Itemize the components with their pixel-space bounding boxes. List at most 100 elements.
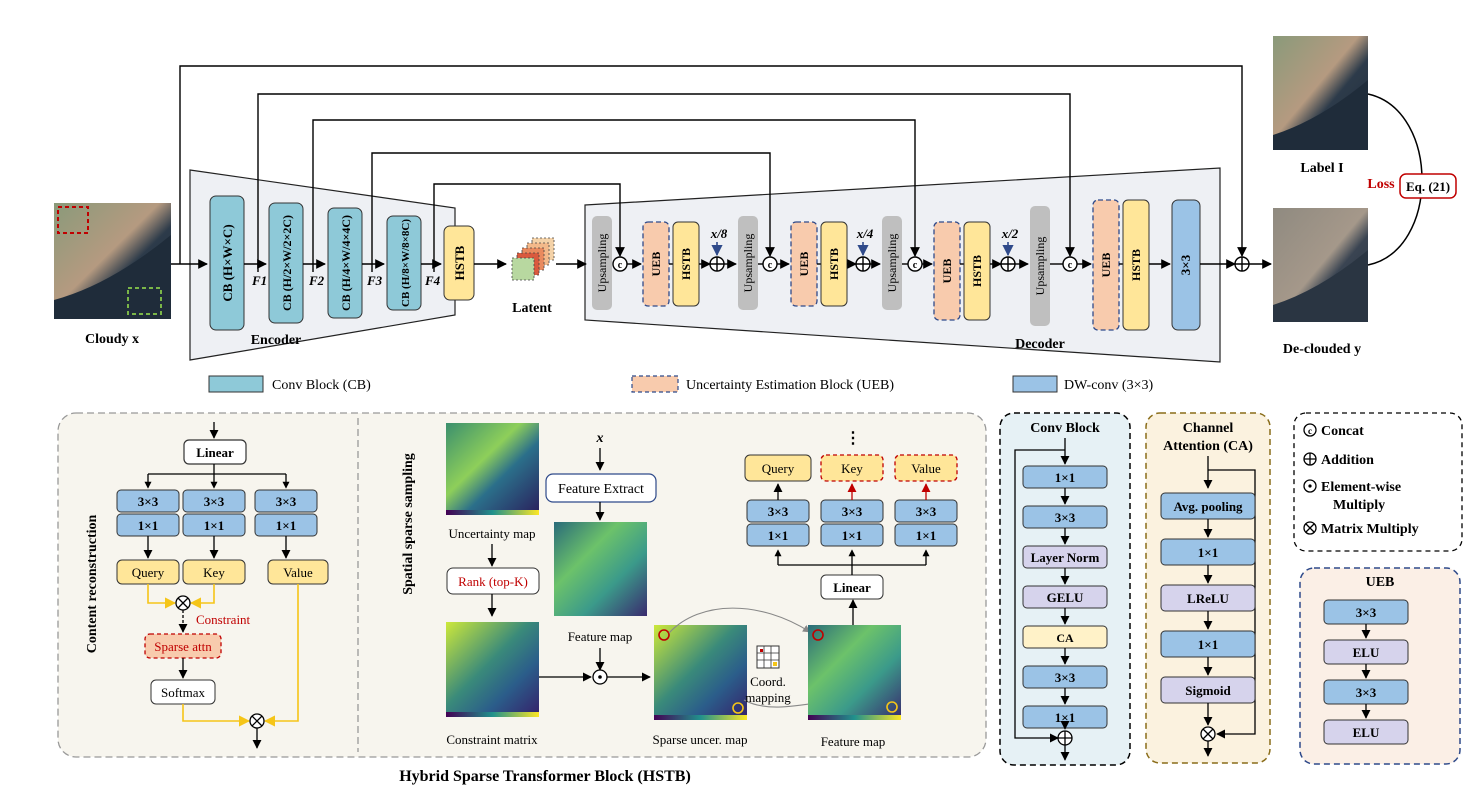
decoder-dwconv: 3×3 <box>1171 199 1201 331</box>
matrix-legend-label: Matrix Multiply <box>1321 522 1419 537</box>
svg-text:Sparse attn: Sparse attn <box>154 639 212 654</box>
sparse-uncer-label: Sparse uncer. map <box>653 732 748 747</box>
latent-cubes <box>511 237 555 281</box>
svg-text:3×3: 3×3 <box>204 494 225 509</box>
conv-block-title: Conv Block <box>1030 421 1100 436</box>
svg-text:CB (H/8×W/8×8C): CB (H/8×W/8×8C) <box>400 219 412 307</box>
decoder-ueb-1: UEB <box>642 221 670 307</box>
symbol-legend <box>1293 412 1463 552</box>
svg-text:Value: Value <box>911 461 941 476</box>
cb-item-label-0: 1×1 <box>1055 470 1075 485</box>
svg-text:CB (H×W×C): CB (H×W×C) <box>220 224 235 301</box>
decoder-ueb-2: UEB <box>790 221 818 307</box>
cb-item-label-5: 3×3 <box>1055 670 1076 685</box>
loss-label: Loss <box>1367 177 1395 192</box>
svg-text:3×3: 3×3 <box>1178 254 1193 275</box>
label-i-caption: Label I <box>1300 161 1343 176</box>
decoder-upsampling-1: Upsampling <box>592 216 612 310</box>
svg-text:Conv Block (CB): Conv Block (CB) <box>272 378 371 393</box>
f3-label: F3 <box>366 273 383 288</box>
svg-text:Softmax: Softmax <box>161 685 206 700</box>
cb-item-label-6: 1×1 <box>1055 710 1075 725</box>
svg-text:Linear: Linear <box>833 580 871 595</box>
svg-text:3×3: 3×3 <box>768 504 789 519</box>
decoder-upsampling-3: Upsampling <box>882 216 902 310</box>
svg-text:Upsampling: Upsampling <box>595 234 609 293</box>
ueb-item-label-0: 3×3 <box>1356 605 1377 620</box>
ca-item-label-0: Avg. pooling <box>1173 499 1243 514</box>
svg-text:c: c <box>618 260 623 271</box>
svg-text:Uncertainty Estimation Block: Uncertainty Estimation Block (UEB) <box>686 378 894 393</box>
scale-x8: x/8 <box>710 226 728 241</box>
svg-text:c: c <box>1308 426 1312 436</box>
svg-text:Query: Query <box>762 461 795 476</box>
cb-item-label-1: 3×3 <box>1055 510 1076 525</box>
decoder-ueb-3: UEB <box>933 221 961 321</box>
svg-text:HSTB: HSTB <box>1129 249 1143 281</box>
ss-query <box>744 454 812 482</box>
constraint-label: Constraint <box>196 612 251 627</box>
latent-label: Latent <box>512 301 552 316</box>
svg-text:CB (H/2×W/2×2C): CB (H/2×W/2×2C) <box>280 215 294 311</box>
rank-box <box>446 567 540 595</box>
svg-text:Upsampling: Upsampling <box>1033 237 1047 296</box>
svg-text:CB (H/4×W/4×4C): CB (H/4×W/4×4C) <box>339 215 353 311</box>
continuation-dots: ⋮ <box>845 430 861 447</box>
ss-key <box>820 454 884 482</box>
svg-text:1×1: 1×1 <box>204 518 224 533</box>
cb-item-label-4: CA <box>1056 631 1074 645</box>
matrix-multiply-symbol-icon <box>1303 521 1317 535</box>
feature-map-image-1 <box>554 522 647 616</box>
feature-extract-box <box>545 473 657 503</box>
declouded-image <box>1273 208 1368 322</box>
uncertainty-map-image <box>446 423 539 515</box>
encoder-label: Encoder <box>251 333 302 348</box>
legend-dwconv: DW-conv (3×3) <box>1012 375 1153 393</box>
svg-text:1×1: 1×1 <box>768 528 788 543</box>
svg-text:1×1: 1×1 <box>842 528 862 543</box>
ss-value <box>894 454 958 482</box>
elementwise-symbol-icon <box>1303 479 1317 493</box>
ss-conv-q: 3×3 1×1 <box>746 499 810 547</box>
ca-title-2: Attention (CA) <box>1163 439 1253 454</box>
svg-text:HSTB: HSTB <box>827 248 841 280</box>
ueb-title: UEB <box>1366 575 1395 590</box>
svg-text:3×3: 3×3 <box>842 504 863 519</box>
concat-symbol-icon: c <box>1303 423 1317 437</box>
ca-item-label-1: 1×1 <box>1198 545 1218 560</box>
svg-text:Upsampling: Upsampling <box>885 234 899 293</box>
x-input-label: x <box>596 431 604 446</box>
svg-text:Key: Key <box>841 461 863 476</box>
svg-text:Rank (top-K): Rank (top-K) <box>458 574 528 589</box>
svg-text:c: c <box>913 260 918 271</box>
decoder-ueb-4: UEB <box>1092 199 1120 331</box>
legend-conv-block: Conv Block (CB) <box>208 375 371 393</box>
f4-label: F4 <box>424 273 441 288</box>
ca-title-1: Channel <box>1183 421 1234 436</box>
scale-x2: x/2 <box>1001 226 1019 241</box>
svg-text:UEB: UEB <box>1099 253 1113 278</box>
encoder-cb-3: CB (H/4×W/4×4C) <box>327 207 363 319</box>
svg-text:Feature Extract: Feature Extract <box>558 482 644 497</box>
decoder-hstb-4: HSTB <box>1122 199 1150 331</box>
hstb-title: Hybrid Sparse Transformer Block (HSTB) <box>399 768 691 785</box>
ca-item-label-4: Sigmoid <box>1185 683 1231 698</box>
addition-legend-label: Addition <box>1321 453 1374 468</box>
encoder-cb-2: CB (H/2×W/2×2C) <box>268 202 304 324</box>
svg-text:Value: Value <box>283 565 313 580</box>
coord-label-2: mapping <box>745 690 791 705</box>
ueb-item-label-2: 3×3 <box>1356 685 1377 700</box>
cloudy-input-image <box>54 203 171 319</box>
concat-legend-label: Concat <box>1321 424 1364 439</box>
svg-text:Linear: Linear <box>196 445 234 460</box>
decoder-upsampling-2: Upsampling <box>738 216 758 310</box>
coord-grid-icon <box>756 645 780 669</box>
ueb-item-label-1: ELU <box>1353 645 1380 660</box>
cr-conv-v: 3×3 1×1 <box>254 489 318 537</box>
cloudy-label: Cloudy x <box>85 332 139 347</box>
decoder-upsampling-4: Upsampling <box>1030 206 1050 326</box>
svg-text:1×1: 1×1 <box>916 528 936 543</box>
elementwise-legend-label-1: Element-wise <box>1321 480 1401 495</box>
svg-text:UEB: UEB <box>940 259 954 284</box>
encoder-cb-1: CB (H×W×C) <box>209 195 245 331</box>
